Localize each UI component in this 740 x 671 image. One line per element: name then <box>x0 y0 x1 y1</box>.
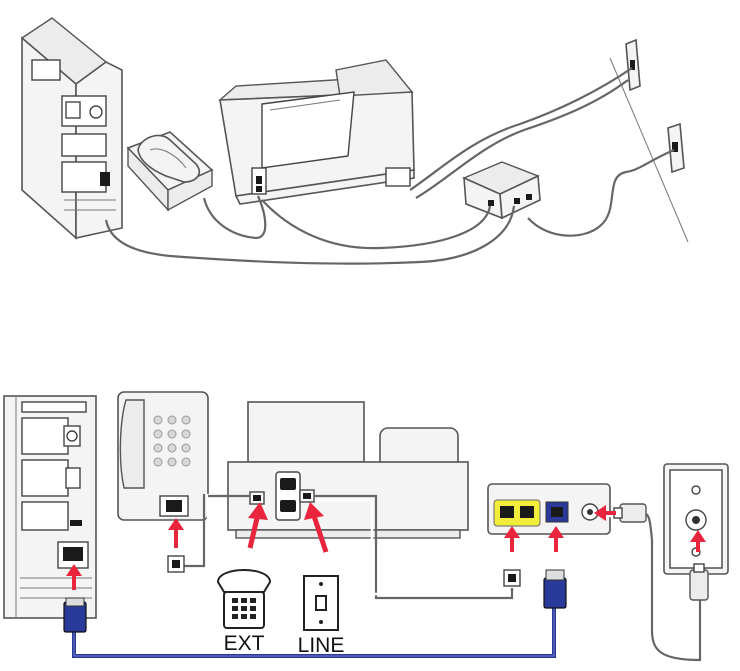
arrow-up-icon <box>504 526 520 552</box>
wall-jack-icon <box>625 38 641 92</box>
connection-arrows <box>66 502 706 590</box>
coax-connector-icon <box>613 503 647 523</box>
arrow-up-icon <box>66 564 82 590</box>
ext-phone-icon <box>216 569 272 629</box>
top-illustration <box>20 17 689 265</box>
arrow-up-icon <box>304 502 329 553</box>
ext-label: EXT <box>224 632 265 655</box>
top-cords <box>104 67 675 265</box>
line-label: LINE <box>298 634 345 657</box>
arrow-up-icon <box>690 530 706 552</box>
telephone-icon <box>126 131 214 212</box>
rj11-plug-icon <box>503 569 521 587</box>
line-jack-icon <box>303 575 339 631</box>
arrow-up-icon <box>247 502 268 549</box>
arrow-up-icon <box>548 526 564 552</box>
rj11-plug-icon <box>167 555 185 573</box>
rj45-plug-icon <box>63 597 87 633</box>
telephone-icon <box>117 391 209 521</box>
wall-jack-icon <box>667 122 685 174</box>
wall-jack-icon <box>663 463 729 575</box>
computer-tower-icon <box>20 17 123 240</box>
arrow-up-icon <box>168 518 184 548</box>
computer-tower-icon <box>3 395 97 619</box>
rj45-plug-icon <box>543 569 567 609</box>
wall-edge <box>609 57 689 243</box>
modem-icon <box>487 483 611 535</box>
arrow-left-icon <box>594 505 616 521</box>
coax-connector-icon <box>689 563 709 601</box>
bottom-schematic: EXT LINE <box>3 391 729 666</box>
printer-icon <box>227 401 469 539</box>
dsl-filter-icon <box>462 161 541 220</box>
keypad-icon <box>153 415 191 467</box>
printer-icon <box>218 59 415 205</box>
